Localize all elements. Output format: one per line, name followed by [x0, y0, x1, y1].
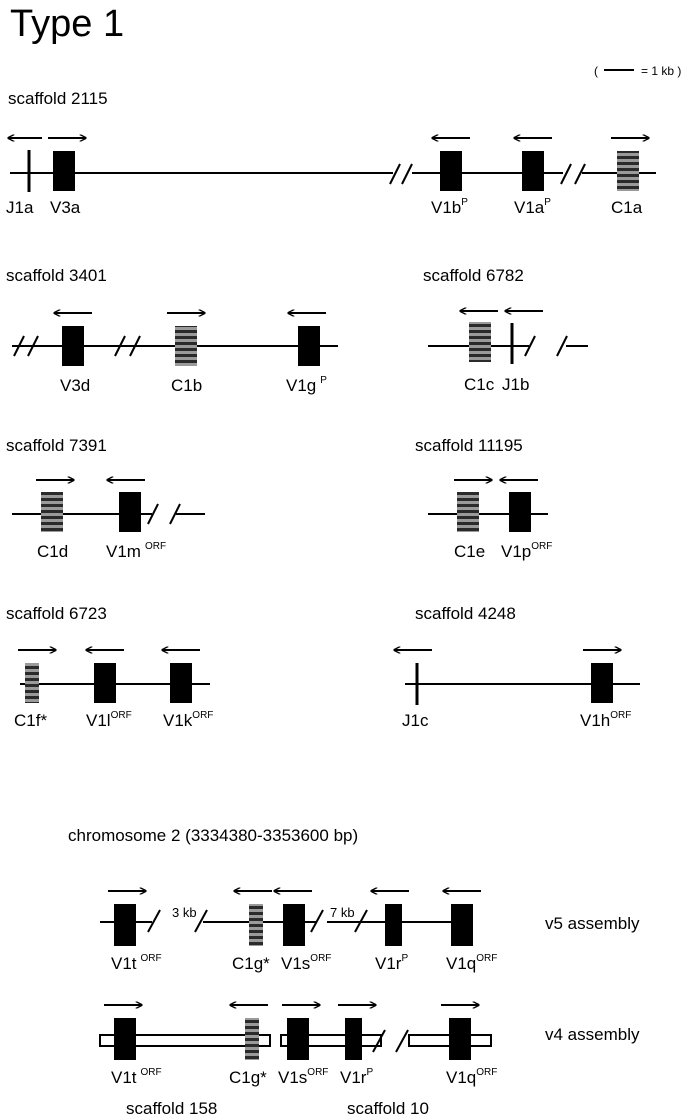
scale-bar: ( = 1 kb ) [594, 64, 681, 78]
c-exon [41, 492, 63, 532]
gene-label: V1kORF [163, 710, 213, 730]
assembly-label: v5 assembly [545, 914, 640, 933]
chromosome-label: chromosome 2 (3334380-3353600 bp) [68, 826, 358, 845]
v-exon [509, 492, 531, 532]
gene-label: V1rP [375, 953, 408, 973]
c-exon [617, 151, 639, 191]
gene-label: V1bP [431, 197, 468, 217]
v-exon [114, 1018, 136, 1060]
gene-label: C1e [454, 542, 485, 561]
c-exon [245, 1018, 259, 1060]
v-exon [53, 151, 75, 191]
gene-label: C1d [37, 542, 68, 561]
scaffold-6782: scaffold 6782 C1c J1b [423, 266, 588, 394]
figure-title: Type 1 [10, 3, 124, 45]
gene-label: V1rP [340, 1067, 373, 1087]
gene-label: V1lORF [86, 710, 132, 730]
gap-label: 3 kb [172, 905, 197, 920]
assembly-label: v4 assembly [545, 1025, 640, 1044]
gene-label: V1aP [514, 197, 551, 217]
gene-label: C1g* [232, 954, 270, 973]
c-exon [175, 326, 197, 366]
v-exon [522, 151, 544, 191]
v-exon [62, 326, 84, 366]
scaffold-10-bar [280, 1034, 382, 1047]
v-exon [440, 151, 462, 191]
v-exon [451, 904, 473, 946]
v-exon [591, 663, 613, 703]
gene-label: V1sORF [278, 1067, 328, 1087]
gap-label: 7 kb [330, 905, 355, 920]
gene-label: J1a [6, 198, 34, 217]
scaffold-label: scaffold 6723 [6, 604, 107, 623]
gene-label: V1hORF [580, 710, 631, 730]
v-exon [283, 904, 305, 946]
scaffold-158-bar [99, 1034, 271, 1047]
gene-label: V1pORF [501, 541, 552, 561]
scaffold-label: scaffold 3401 [6, 266, 107, 285]
gene-label: V3d [60, 376, 90, 395]
gene-label: C1f* [14, 711, 47, 730]
v-exon [114, 904, 136, 946]
c-exon [457, 492, 479, 532]
v-exon [449, 1018, 471, 1060]
scaffold-label: scaffold 2115 [8, 89, 108, 108]
scaffold-6723: scaffold 6723 C1f* V1lORF V1kORF [6, 604, 213, 730]
gene-label: C1a [611, 198, 643, 217]
gene-label: C1b [171, 376, 202, 395]
v-exon [170, 663, 192, 703]
scale-bar-label: = 1 kb ) [641, 64, 681, 78]
gene-label: J1c [402, 711, 429, 730]
scaffold-label: scaffold 6782 [423, 266, 524, 285]
c-exon [469, 322, 491, 362]
v-exon [119, 492, 141, 532]
v-exon [298, 326, 320, 366]
gene-label: C1g* [229, 1068, 267, 1087]
gene-label: V1qORF [446, 1067, 497, 1087]
gene-label: V1qORF [446, 953, 497, 973]
scaffold-label: scaffold 7391 [6, 436, 107, 455]
scaffold-11195: scaffold 11195 C1e V1pORF [415, 436, 552, 561]
v-exon [385, 904, 402, 946]
scaffold-label: scaffold 11195 [415, 436, 523, 455]
v-exon [94, 663, 116, 703]
gene-label: J1b [502, 375, 529, 394]
gene-label: V3a [50, 198, 81, 217]
scaffold-label: scaffold 4248 [415, 604, 516, 623]
gene-label: V1sORF [281, 953, 331, 973]
scaffold-label: scaffold 10 [347, 1099, 429, 1118]
c-exon [249, 904, 263, 946]
v-exon [287, 1018, 309, 1060]
c-exon [25, 663, 39, 703]
gene-label: C1c [464, 375, 495, 394]
scaffold-4248: scaffold 4248 J1c V1hORF [394, 604, 640, 730]
v-exon [345, 1018, 362, 1060]
scale-bar-open: ( [594, 64, 598, 78]
scaffold-label: scaffold 158 [126, 1099, 217, 1118]
scaffold-2115: scaffold 2115 J1a V3a V1bP V1aP C1a [6, 89, 656, 217]
